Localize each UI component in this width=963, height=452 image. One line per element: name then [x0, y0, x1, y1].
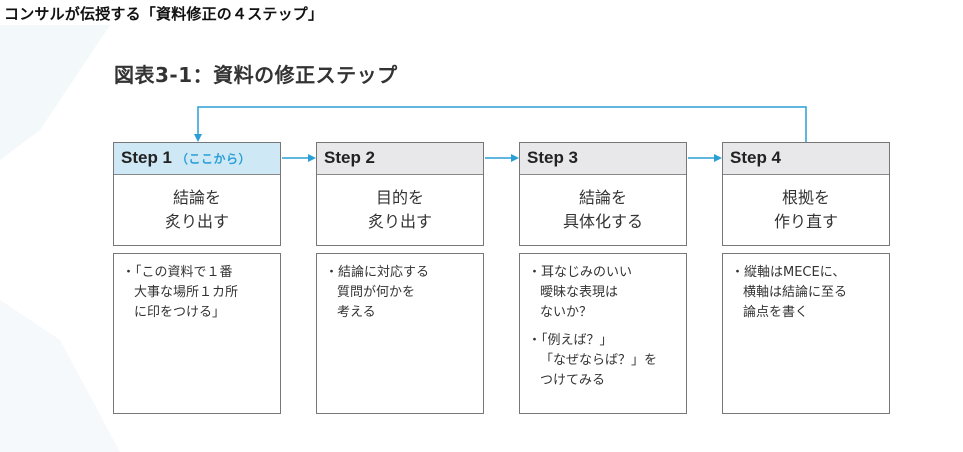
step-title-line: 炙り出す	[367, 212, 432, 231]
step-title-line: 根拠を	[781, 188, 830, 207]
step-title-line: 炙り出す	[164, 212, 229, 231]
detail-line: 横軸は結論に至る	[743, 285, 848, 300]
detail-card-4: ・縦軸はMECEに、 横軸は結論に至る 論点を書く	[722, 253, 890, 414]
detail-bullet: ・耳なじみのいい 曖昧な表現は ないか？	[528, 263, 680, 323]
detail-line: 考える	[337, 305, 376, 320]
detail-bullet: ・「例えば？」 「なぜならば？」を つけてみる	[528, 331, 680, 391]
detail-line: 「なぜならば？」を	[540, 353, 658, 368]
step-card-1: Step 1（ここから） 結論を 炙り出す	[113, 142, 281, 246]
detail-bullet: ・縦軸はMECEに、 横軸は結論に至る 論点を書く	[731, 263, 883, 323]
detail-line: ・結論に対応する	[325, 265, 430, 280]
detail-card-2: ・結論に対応する 質問が何かを 考える	[316, 253, 484, 414]
loop-back-arrow	[194, 106, 807, 142]
detail-card-1: ・「この資料で１番 大事な場所１カ所 に印をつける」	[113, 253, 281, 414]
step-title-line: 結論を	[172, 188, 221, 207]
step-header-2: Step 2	[317, 143, 483, 175]
detail-line: ・耳なじみのいい	[528, 265, 633, 280]
step-title: 結論を 具体化する	[520, 175, 686, 245]
detail-line: ・縦軸はMECEに、	[731, 265, 846, 280]
detail-line: ・「この資料で１番	[122, 265, 233, 280]
article-heading: コンサルが伝授する「資料修正の４ステップ」	[4, 5, 324, 23]
step-card-2: Step 2 目的を 炙り出す	[316, 142, 484, 246]
figure-title: 図表3-1：資料の修正ステップ	[114, 63, 398, 87]
step-label: Step 1	[121, 148, 173, 167]
detail-line: 曖昧な表現は	[540, 285, 619, 300]
step-title: 結論を 炙り出す	[114, 175, 280, 245]
detail-bullet: ・結論に対応する 質問が何かを 考える	[325, 263, 477, 323]
step-title: 目的を 炙り出す	[317, 175, 483, 245]
step-title-line: 具体化する	[562, 212, 643, 231]
detail-card-3: ・耳なじみのいい 曖昧な表現は ないか？ ・「例えば？」 「なぜならば？」を つ…	[519, 253, 687, 414]
step-title-line: 目的を	[375, 188, 424, 207]
detail-line: 大事な場所１カ所	[134, 285, 239, 300]
step-label: Step 3	[527, 148, 579, 167]
detail-line: 論点を書く	[743, 305, 809, 320]
detail-line: ・「例えば？」	[528, 333, 613, 348]
detail-line: ないか？	[540, 305, 593, 320]
step-header-1: Step 1（ここから）	[114, 143, 280, 175]
detail-bullet: ・「この資料で１番 大事な場所１カ所 に印をつける」	[122, 263, 274, 323]
step-label: Step 2	[324, 148, 376, 167]
step-title-line: 結論を	[578, 188, 627, 207]
detail-line: つけてみる	[540, 373, 606, 388]
step-header-3: Step 3	[520, 143, 686, 175]
step-card-4: Step 4 根拠を 作り直す	[722, 142, 890, 246]
detail-line: に印をつける」	[134, 305, 226, 320]
step-title: 根拠を 作り直す	[723, 175, 889, 245]
step-title-line: 作り直す	[773, 212, 838, 231]
step-card-3: Step 3 結論を 具体化する	[519, 142, 687, 246]
detail-line: 質問が何かを	[337, 285, 416, 300]
step-header-4: Step 4	[723, 143, 889, 175]
step-start-note: （ここから）	[176, 152, 252, 166]
step-label: Step 4	[730, 148, 782, 167]
